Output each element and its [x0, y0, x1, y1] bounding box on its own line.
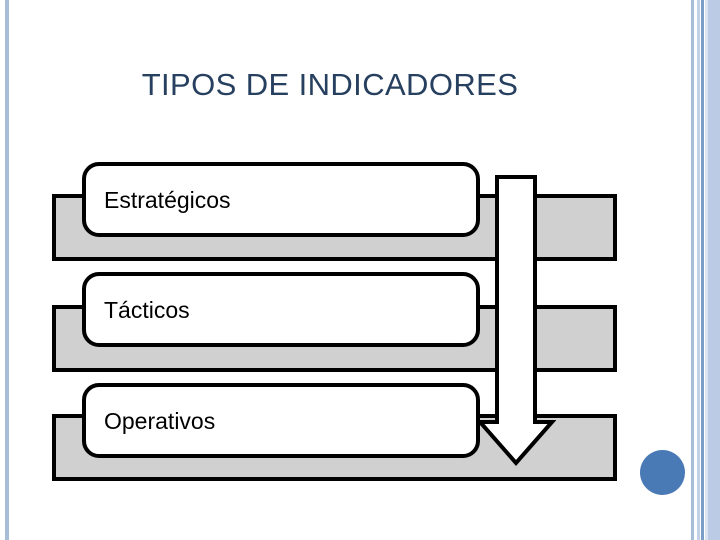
accent-dot — [640, 450, 685, 495]
level-label-box-operational[interactable]: Operativos — [82, 383, 480, 458]
level-label-box-tactical[interactable]: Tácticos — [82, 272, 480, 347]
left-border-rule — [5, 0, 9, 540]
right-border-rule-gap-outer — [697, 0, 700, 540]
level-label-text-tactical: Tácticos — [104, 296, 190, 323]
page-title: TIPOS DE INDICADORES — [141, 67, 519, 102]
level-label-text-operational: Operativos — [104, 407, 216, 434]
right-border-rule-gap-inner — [705, 0, 708, 540]
down-arrow-icon — [478, 175, 556, 467]
right-border-rule-thin — [691, 0, 694, 540]
level-label-box-strategic[interactable]: Estratégicos — [82, 162, 480, 237]
level-label-text-strategic: Estratégicos — [104, 186, 231, 213]
right-border-rule-accent — [701, 0, 704, 540]
right-border-panel — [708, 0, 720, 540]
